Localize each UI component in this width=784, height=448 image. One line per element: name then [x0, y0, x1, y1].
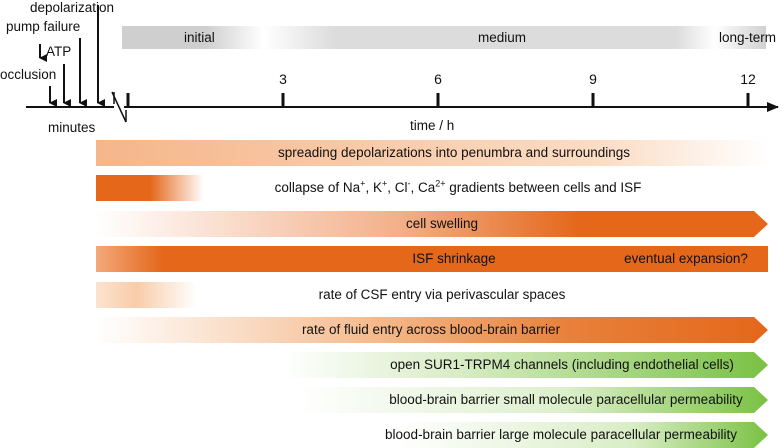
phase-medium: medium — [478, 30, 527, 45]
row-bbb-small-label: blood-brain barrier small molecule parac… — [389, 392, 743, 407]
event-pump-failure: pump failure — [6, 19, 81, 34]
row-fluid-label: rate of fluid entry across blood-brain b… — [301, 322, 561, 337]
axis-minutes-label: minutes — [48, 120, 96, 135]
row-spreading: spreading depolarizations into penumbra … — [96, 140, 768, 166]
row-spreading-label: spreading depolarizations into penumbra … — [278, 145, 630, 160]
row-isf: ISF shrinkage eventual expansion? — [96, 246, 768, 272]
row-collapse-label: collapse of Na+, K+, Cl-, Ca2+ gradients… — [274, 178, 642, 195]
event-occlusion: occlusion — [0, 67, 57, 82]
row-csf: rate of CSF entry via perivascular space… — [96, 282, 768, 308]
tick-label-9: 9 — [589, 71, 597, 87]
time-axis — [26, 91, 779, 123]
row-isf-shrinkage-label: ISF shrinkage — [412, 251, 496, 266]
tick-label-6: 6 — [434, 71, 442, 87]
tick-label-3: 3 — [279, 71, 287, 87]
row-bbb-large-label: blood-brain barrier large molecule parac… — [385, 427, 737, 442]
row-isf-expansion-label: eventual expansion? — [624, 251, 748, 266]
event-arrows — [39, 5, 105, 107]
phase-initial: initial — [184, 30, 215, 45]
row-cell-swelling: cell swelling — [96, 211, 768, 237]
axis-time-label: time / h — [410, 118, 455, 133]
tick-label-12: 12 — [740, 71, 756, 87]
row-bbb-small: blood-brain barrier small molecule parac… — [96, 387, 768, 413]
row-fluid: rate of fluid entry across blood-brain b… — [96, 317, 768, 343]
row-sur1: open SUR1-TRPM4 channels (including endo… — [96, 352, 768, 378]
row-bbb-large: blood-brain barrier large molecule parac… — [96, 422, 768, 448]
row-sur1-label: open SUR1-TRPM4 channels (including endo… — [390, 357, 734, 372]
phase-long-term: long-term — [719, 30, 777, 45]
row-collapse: collapse of Na+, K+, Cl-, Ca2+ gradients… — [96, 175, 768, 201]
event-atp: ATP — [46, 44, 72, 59]
row-csf-label: rate of CSF entry via perivascular space… — [318, 287, 566, 302]
row-cell-swelling-label: cell swelling — [405, 216, 479, 231]
phase-bar — [122, 26, 766, 49]
event-depolarization: depolarization — [30, 0, 115, 15]
